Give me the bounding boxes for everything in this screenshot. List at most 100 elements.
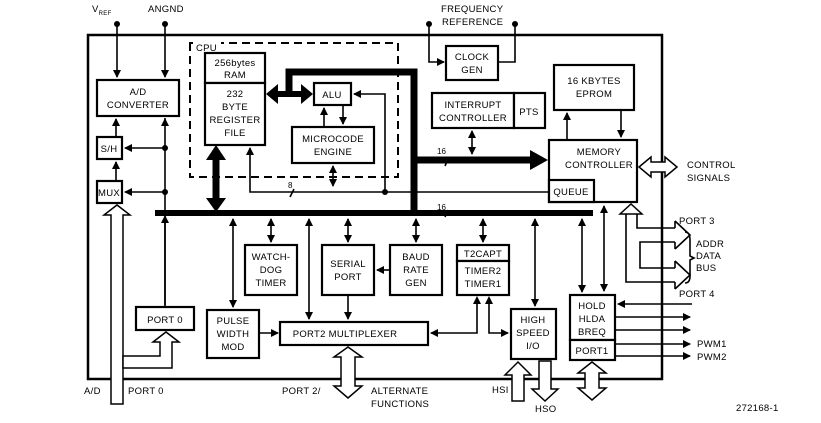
ad-converter-block [95, 78, 181, 118]
hsio-label-1: HIGH [521, 315, 546, 326]
regfile-label-1: 232 [227, 89, 244, 100]
freq-ref-label-1: FREQUENCY [441, 4, 504, 15]
regfile-label-2: BYTE [222, 102, 248, 113]
hso-label: HSO [535, 404, 557, 415]
alt-func-label-1: ALTERNATE [371, 386, 428, 397]
bus-slash-16-upper [444, 158, 449, 167]
watchdog-label-3: TIMER [255, 278, 286, 289]
chip-boundary [86, 33, 664, 381]
vref-label: VREF [92, 4, 112, 17]
ad-input-arrow [101, 204, 133, 405]
timer1-label: TIMER1 [465, 279, 502, 290]
angnd-label: ANGND [148, 4, 184, 15]
pwm-label-1: PULSE [217, 316, 250, 327]
interrupt-controller-block [430, 91, 516, 130]
hold-block [568, 293, 617, 342]
hsi-label: HSI [492, 385, 509, 396]
microcode-engine-block [290, 125, 376, 165]
ram-label-2: RAM [224, 70, 246, 81]
ad-up-arrow [161, 118, 169, 126]
regfile-label-3: REGISTER [210, 115, 261, 126]
port3-path-outer [636, 214, 675, 229]
bus-width-16-upper: 16 [437, 147, 446, 156]
port0-block-label: PORT 0 [147, 315, 183, 326]
timers-block [455, 259, 511, 297]
port2-ext-label: PORT 2/ [282, 386, 321, 397]
t2capt-label: T2CAPT [464, 249, 502, 260]
bus-width-16-lower: 16 [437, 203, 446, 212]
pwm-label-2: WIDTH [217, 329, 250, 340]
bus-slash-16-lower [444, 209, 449, 218]
intctl-label-2: CONTROLLER [439, 113, 507, 124]
pts-block [512, 91, 547, 130]
hsio-label-3: I/O [526, 341, 540, 352]
memctrl-arrowhead [530, 150, 548, 170]
memctrl-bus-arrowhead [618, 202, 644, 215]
cpu-label-bg [193, 40, 221, 52]
baud-rate-block [388, 243, 444, 297]
timer2-label: TIMER2 [465, 266, 502, 277]
sh-label: S/H [101, 144, 118, 155]
data-label: DATA [696, 251, 721, 262]
clock-gen-label-1: CLOCK [455, 52, 490, 63]
watchdog-label-2: DOG [260, 265, 283, 276]
ad-converter-label: A/D [130, 87, 147, 98]
regfile-label-4: FILE [224, 128, 245, 139]
control-signals-label-1: CONTROL [687, 160, 736, 171]
timers-hsio-arrowhead [485, 296, 493, 304]
serial-port-block [320, 243, 376, 297]
port4-arrowhead [674, 260, 692, 290]
pwm-label-3: MOD [221, 342, 244, 353]
port3-label: PORT 3 [679, 216, 715, 227]
queue-to-regfile [246, 147, 548, 193]
alt-func-label-2: FUNCTIONS [371, 399, 429, 410]
queue-label: QUEUE [553, 187, 588, 198]
eprom-label-2: EPROM [576, 89, 612, 100]
freq-line-1 [428, 24, 445, 66]
freq-ref-label-2: REFERENCE [442, 17, 503, 28]
bus-width-8: 8 [288, 181, 293, 190]
alu-label: ALU [322, 90, 341, 101]
timers-up-arrowhead [473, 296, 481, 304]
mux-label: MUX [98, 188, 120, 199]
clock-gen-block [444, 44, 500, 82]
cpu-main-bus [285, 68, 418, 213]
hlda-label: HLDA [579, 314, 606, 325]
pts-label: PTS [519, 107, 538, 118]
hsio-block [509, 307, 558, 361]
memctrl-label-1: MEMORY [577, 147, 622, 158]
control-signals-arrow [637, 155, 679, 179]
sh-block [95, 135, 124, 161]
port4-label: PORT 4 [679, 289, 715, 300]
watchdog-block [243, 243, 299, 297]
serial-label-1: SERIAL [330, 259, 366, 270]
pwm1-label: PWM1 [697, 339, 727, 350]
port2-io-arrow [331, 346, 365, 399]
baud-label-1: BAUD [402, 252, 430, 263]
hold-label: HOLD [578, 301, 606, 312]
clock-gen-label-2: GEN [461, 65, 483, 76]
pwm2-label: PWM2 [697, 352, 727, 363]
alu-arrowhead [301, 84, 313, 104]
addr-label: ADDR [696, 239, 724, 250]
memctrl-label-2: CONTROLLER [565, 160, 633, 171]
port2-mux-label: PORT2 MULTIPLEXER [293, 329, 398, 340]
hsio-label-2: SPEED [516, 328, 550, 339]
regfile-arrowhead [266, 84, 278, 104]
baud-label-2: RATE [403, 265, 429, 276]
ad-converter-label-2: CONVERTER [107, 100, 169, 111]
hso-output-arrow [530, 360, 560, 403]
register-file-block [203, 81, 267, 147]
mux-block [95, 179, 124, 205]
freq-line-2 [499, 24, 516, 63]
timers-to-hsio [488, 298, 509, 337]
port0-ext-label: PORT 0 [128, 386, 164, 397]
timers-to-port2 [430, 298, 478, 337]
pwm-block [205, 308, 261, 360]
microcode-label-1: MICROCODE [302, 134, 364, 145]
cpu-region [189, 42, 399, 178]
regfile-down-arrowhead [206, 198, 226, 212]
eprom-block [552, 63, 636, 112]
control-signals-label-2: SIGNALS [687, 173, 730, 184]
